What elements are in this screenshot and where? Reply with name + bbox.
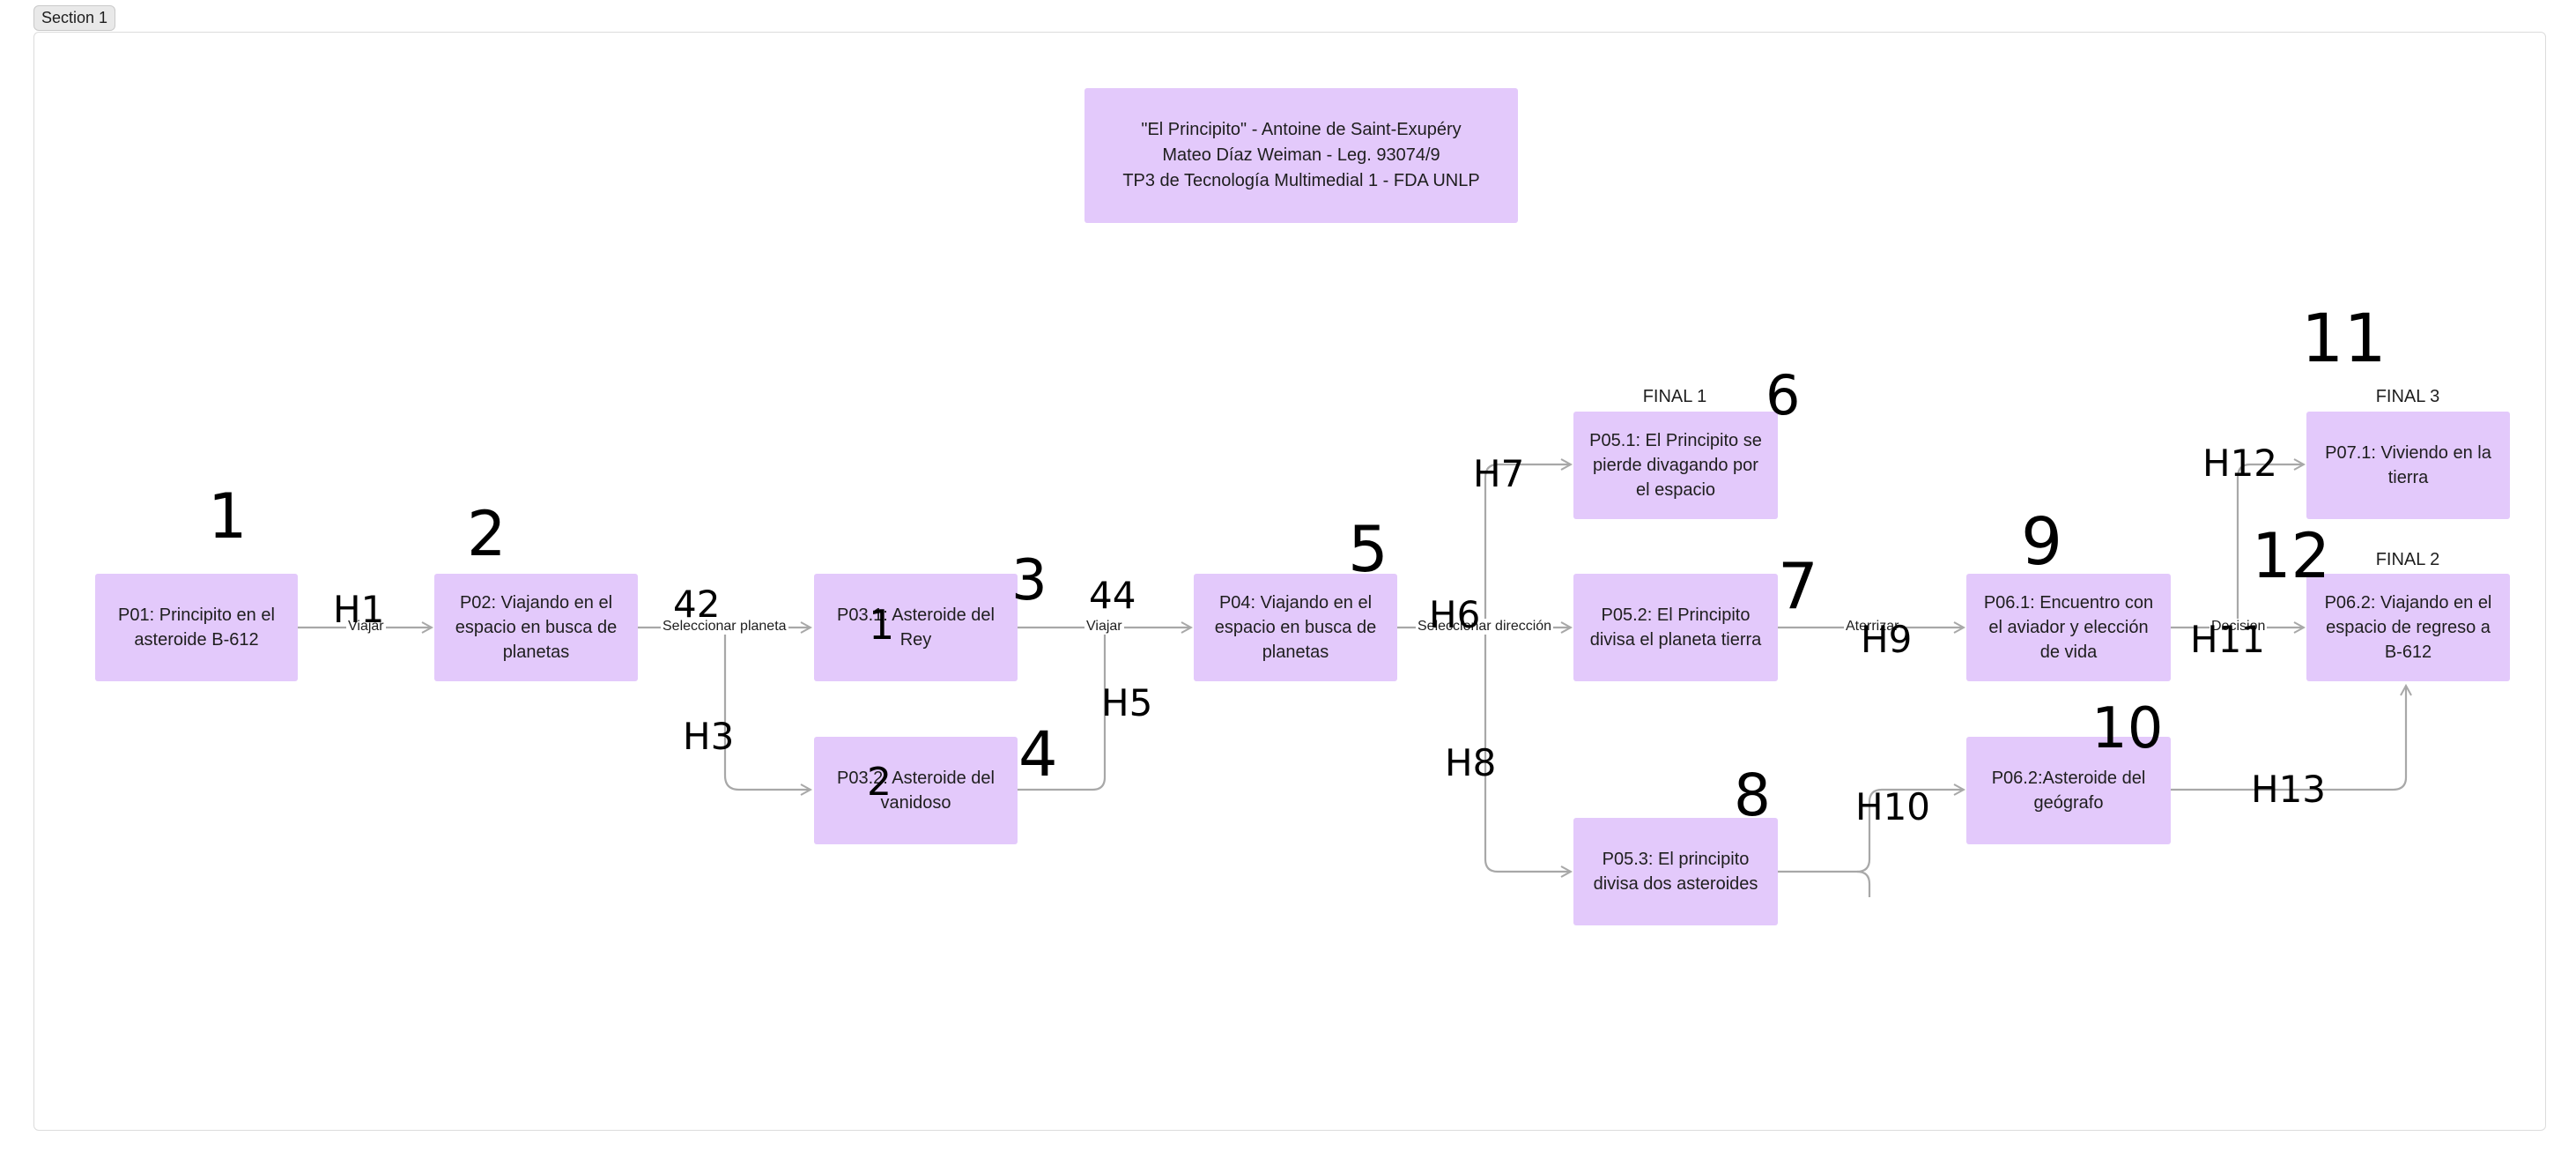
node-p053[interactable]: P05.3: El principito divisa dos asteroid…: [1573, 818, 1778, 925]
title-line-3: TP3 de Tecnología Multimedial 1 - FDA UN…: [1122, 171, 1480, 190]
final-1-label: FINAL 1: [1642, 387, 1707, 406]
edge-label-viajar-1: Viajar: [346, 619, 386, 635]
node-p01[interactable]: P01: Principito en el asteroide B-612: [95, 574, 298, 681]
final-3-label: FINAL 3: [2375, 387, 2440, 406]
edge-p061-p071: [2236, 464, 2304, 628]
node-p032[interactable]: P03.2: Asteroide del vanidoso: [814, 737, 1018, 844]
edge-label-aterrizar: Aterrizar: [1844, 619, 1901, 635]
edge-p062-p0622: [2171, 686, 2406, 791]
edge-label-decision: Decision: [2210, 619, 2268, 635]
node-p051[interactable]: P05.1: El Principito se pierde divagando…: [1573, 412, 1778, 519]
node-p031[interactable]: P03.1: Asteroide del Rey: [814, 574, 1018, 681]
node-p04[interactable]: P04: Viajando en el espacio en busca de …: [1194, 574, 1397, 681]
edge-p032-p04: [1018, 628, 1107, 791]
node-p02[interactable]: P02: Viajando en el espacio en busca de …: [434, 574, 638, 681]
node-p0622[interactable]: P06.2: Viajando en el espacio de regreso…: [2306, 574, 2510, 681]
edge-label-viajar-2: Viajar: [1084, 619, 1124, 635]
node-p071[interactable]: P07.1: Viviendo en la tierra: [2306, 412, 2510, 519]
edge-label-seleccionar-direccion: Seleccionar dirección: [1416, 619, 1554, 635]
node-p061[interactable]: P06.1: Encuentro con el aviador y elecci…: [1966, 574, 2171, 681]
final-2-label: FINAL 2: [2375, 550, 2440, 569]
edge-p04-p053: [1484, 628, 1571, 872]
title-line-2: Mateo Díaz Weiman - Leg. 93074/9: [1162, 145, 1440, 165]
title-line-1: "El Principito" - Antoine de Saint-Exupé…: [1141, 120, 1462, 139]
edge-p053-p062: [1778, 790, 1964, 873]
section-label[interactable]: Section 1: [33, 5, 116, 31]
edge-p053-more: [1856, 870, 1871, 897]
edge-p02-p032: [723, 628, 811, 790]
node-p052[interactable]: P05.2: El Principito divisa el planeta t…: [1573, 574, 1778, 681]
node-p062[interactable]: P06.2:Asteroide del geógrafo: [1966, 737, 2171, 844]
edge-p04-p051: [1484, 464, 1571, 628]
title-node[interactable]: "El Principito" - Antoine de Saint-Exupé…: [1084, 88, 1518, 223]
edge-label-seleccionar-planeta: Seleccionar planeta: [661, 619, 788, 635]
